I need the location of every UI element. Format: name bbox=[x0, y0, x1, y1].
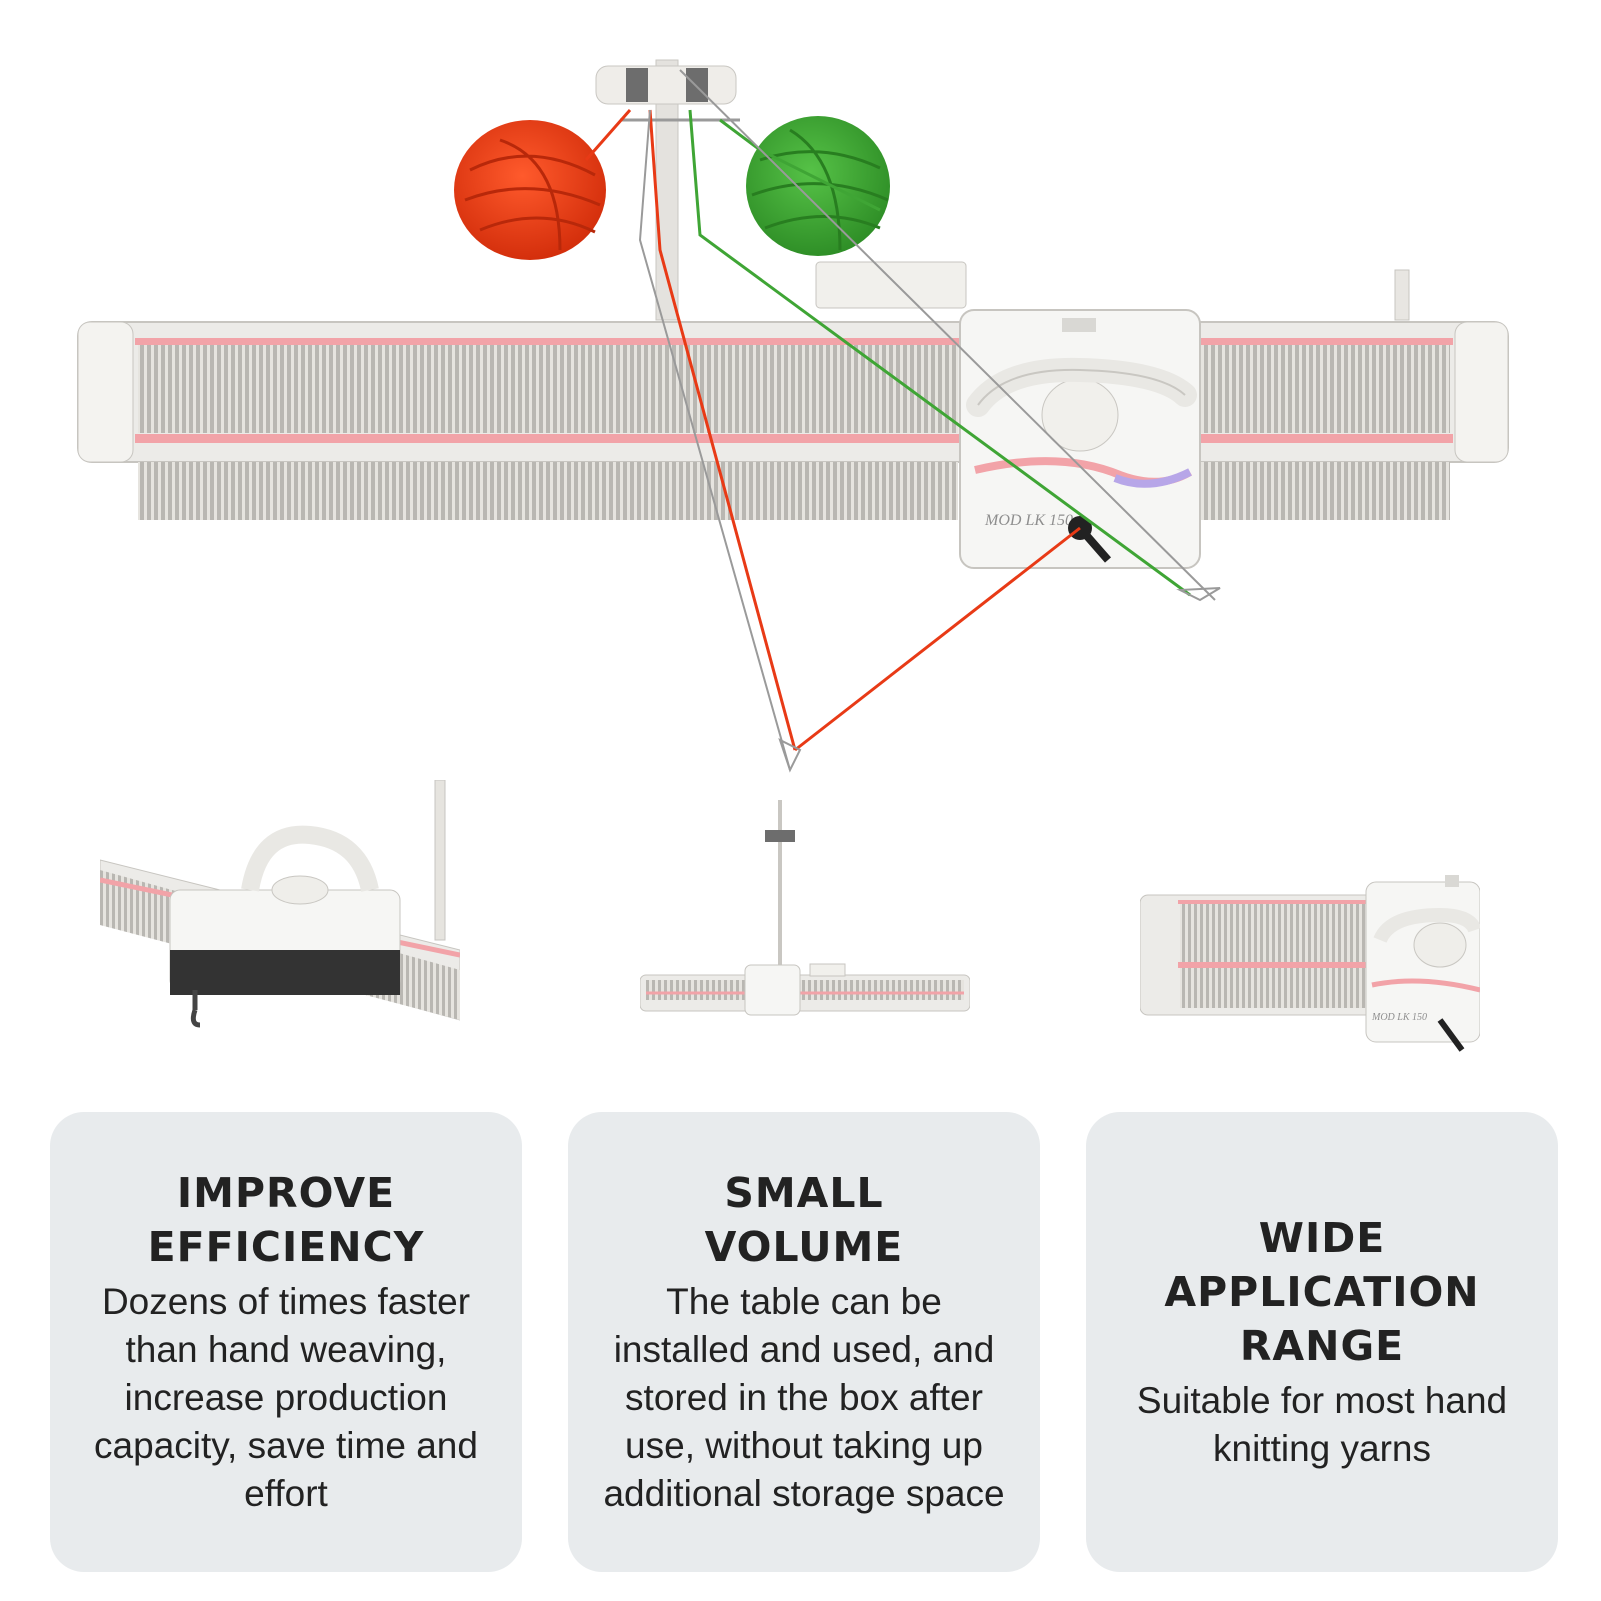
feature-title: WIDE APPLICATION RANGE bbox=[1164, 1214, 1480, 1370]
red-yarn-ball bbox=[454, 120, 606, 260]
knitting-machine-illustration: MOD LK 150 bbox=[77, 59, 1509, 773]
feature-title: IMPROVE EFFICIENCY bbox=[147, 1169, 425, 1271]
model-label: MOD LK 150 bbox=[984, 512, 1073, 529]
thumbnail-carriage-closeup bbox=[100, 780, 460, 1080]
green-yarn-ball bbox=[746, 116, 890, 256]
machine-full-view-illustration bbox=[640, 800, 970, 1016]
thumbnail-machine-full-view bbox=[640, 780, 970, 1080]
hero-image: MOD LK 150 bbox=[0, 0, 1601, 780]
feature-description: Suitable for most hand knitting yarns bbox=[1136, 1380, 1508, 1469]
needle-bed-closeup-illustration: MOD LK 150 bbox=[1140, 875, 1480, 1052]
model-label-small: MOD LK 150 bbox=[1371, 1012, 1427, 1023]
feature-card-volume: SMALL VOLUME The table can be installed … bbox=[568, 1112, 1040, 1572]
feature-description: The table can be installed and used, and… bbox=[603, 1281, 1005, 1514]
feature-description: Dozens of times faster than hand weaving… bbox=[94, 1281, 478, 1514]
thumbnail-needle-bed-closeup: MOD LK 150 bbox=[1140, 780, 1480, 1080]
feature-title: SMALL VOLUME bbox=[704, 1169, 904, 1271]
carriage-closeup-illustration bbox=[100, 780, 460, 1028]
feature-card-efficiency: IMPROVE EFFICIENCY Dozens of times faste… bbox=[50, 1112, 522, 1572]
feature-card-application: WIDE APPLICATION RANGE Suitable for most… bbox=[1086, 1112, 1558, 1572]
